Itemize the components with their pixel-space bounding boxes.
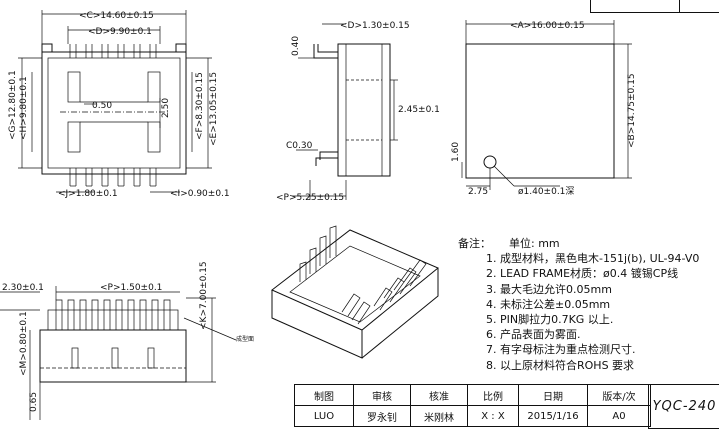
dim-c-label: <C>14.60±0.15 (79, 11, 154, 21)
dim-pitch-label: 0.50 (92, 101, 112, 111)
dim-g-label: <G>12.80±0.1 (8, 70, 18, 140)
top-dim-lines (461, 20, 632, 190)
tb-value-scale: X : X (467, 405, 519, 427)
tb-header-date: 日期 (518, 384, 588, 406)
front-tab (41, 43, 53, 53)
dim-f-label: <F>8.30±0.15 (195, 72, 205, 140)
note-item: 4. 未标注公差±0.05mm (486, 297, 611, 311)
tb-value-drawn: LUO (294, 405, 354, 427)
side-dim-d2-label: <D>1.30±0.15 (340, 21, 410, 31)
side-dim-lines (292, 23, 398, 200)
note-item: 6. 产品表面为雾面. (486, 328, 581, 342)
front-pins-bottom (69, 168, 157, 187)
iso-right-face (361, 268, 439, 359)
note-item: 1. 成型材料，黑色电木-151j(b), UL-94-V0 (486, 252, 700, 266)
side-dim-245-label: 2.45±0.1 (398, 105, 440, 115)
note-item: 8. 以上原材料符合ROHS 要求 (486, 358, 635, 372)
note-item: 5. PIN脚拉力0.7KG 以上. (486, 313, 614, 327)
isometric-view (271, 225, 439, 359)
front-slots (60, 71, 168, 153)
iso-cavity (289, 245, 421, 323)
tb-header-version: 版本/次 (587, 384, 651, 406)
side-dim-040-label: 0.40 (291, 36, 301, 56)
dim-e-label: <E>13.05±0.15 (209, 72, 219, 146)
front-tab (175, 43, 187, 53)
bl-dim-230-label: 2.30±0.1 (2, 283, 44, 293)
dim-width-label: 2.50 (161, 98, 171, 118)
top-dim-b-label: <B>14.75±0.15 (627, 73, 637, 148)
title-block: 制图 审核 核准 比例 日期 版本/次 LUO 罗永钊 米刚林 X : X 20… (294, 384, 719, 429)
side-pin-bottom-2 (315, 157, 338, 166)
side-pin-top (317, 44, 338, 53)
bl-dim-lines (0, 286, 237, 420)
top-view: <A>16.00±0.15 <B>14.75±0.15 1.60 2.75 ø1… (451, 20, 637, 197)
front-view: <C>14.60±0.15 <D>9.90±0.1 <G>12.80±0.1 <… (8, 10, 230, 199)
iso-pins (299, 225, 427, 325)
dim-d-label: <D>9.90±0.1 (88, 27, 152, 37)
notes-unit-label: 单位: mm (509, 237, 560, 250)
dim-h-label: <H>9.80±0.1 (19, 76, 29, 140)
title-block-value-row: LUO 罗永钊 米刚林 X : X 2015/1/16 A0 (294, 405, 651, 427)
notes-header: 备注： 单位: mm (458, 236, 718, 251)
dim-i-label: <I>0.90±0.1 (170, 189, 230, 199)
tb-header-scale: 比例 (467, 384, 519, 406)
front-pins-top (69, 44, 157, 58)
bl-dim-k-label: <K>7.00±0.15 (199, 261, 209, 330)
note-item: 2. LEAD FRAME材质：ø0.4 镀锡CP线 (486, 267, 679, 281)
tb-header-checked: 审核 (353, 384, 411, 406)
side-pin-bottom (319, 151, 338, 160)
iso-left-face (271, 290, 363, 359)
side-dim-p-label: <P>5.25±0.15 (276, 193, 344, 203)
top-dim-160-label: 1.60 (451, 142, 461, 162)
bl-upper-band (47, 309, 179, 331)
tb-value-approved: 米刚林 (410, 405, 468, 427)
title-block-table: 制图 审核 核准 比例 日期 版本/次 LUO 罗永钊 米刚林 X : X 20… (294, 384, 651, 427)
dim-j-label: <J>1.80±0.1 (58, 189, 118, 199)
note-item: 3. 最大毛边允许0.05mm (486, 282, 612, 296)
front-dim-lines (18, 10, 212, 193)
bl-dim-065-label: 0.65 (29, 392, 39, 412)
tb-header-drawn: 制图 (294, 384, 354, 406)
bl-callout-label: 成型面 (236, 335, 254, 343)
tb-header-approved: 核准 (410, 384, 468, 406)
top-dim-275-label: 2.75 (468, 187, 488, 197)
title-block-header-row: 制图 审核 核准 比例 日期 版本/次 (294, 384, 651, 406)
top-dim-a-label: <A>16.00±0.15 (510, 21, 585, 31)
note-item: 7. 有字母标注为重点检测尺寸. (486, 343, 636, 357)
tb-value-checked: 罗永钊 (353, 405, 411, 427)
part-number: YQC-240 (648, 384, 719, 429)
bl-dim-p2-label: <P>1.50±0.1 (100, 283, 162, 293)
notes-block: 备注： 单位: mm 1. 成型材料，黑色电木-151j(b), UL-94-V… (458, 236, 718, 373)
bl-pins (40, 299, 186, 369)
front-body-outline (41, 51, 187, 175)
tb-value-date: 2015/1/16 (518, 405, 588, 427)
top-dim-hole-label: ø1.40±0.1深 (518, 186, 574, 197)
top-right-frame-cell (590, 0, 719, 13)
bl-body-outline (39, 329, 187, 383)
notes-header-label: 备注： (458, 237, 491, 250)
top-body-outline (465, 43, 615, 179)
side-dim-c030-label: C0.30 (286, 141, 313, 151)
tb-value-version: A0 (587, 405, 651, 427)
front-body-inner (47, 57, 181, 169)
bl-dim-m-label: <M>0.80±0.1 (19, 311, 29, 376)
side-view: <D>1.30±0.15 0.40 2.45±0.1 C0.30 <P>5.25… (276, 21, 440, 203)
bottom-left-view: 2.30±0.1 <P>1.50±0.1 <K>7.00±0.15 <M>0.8… (0, 261, 254, 420)
